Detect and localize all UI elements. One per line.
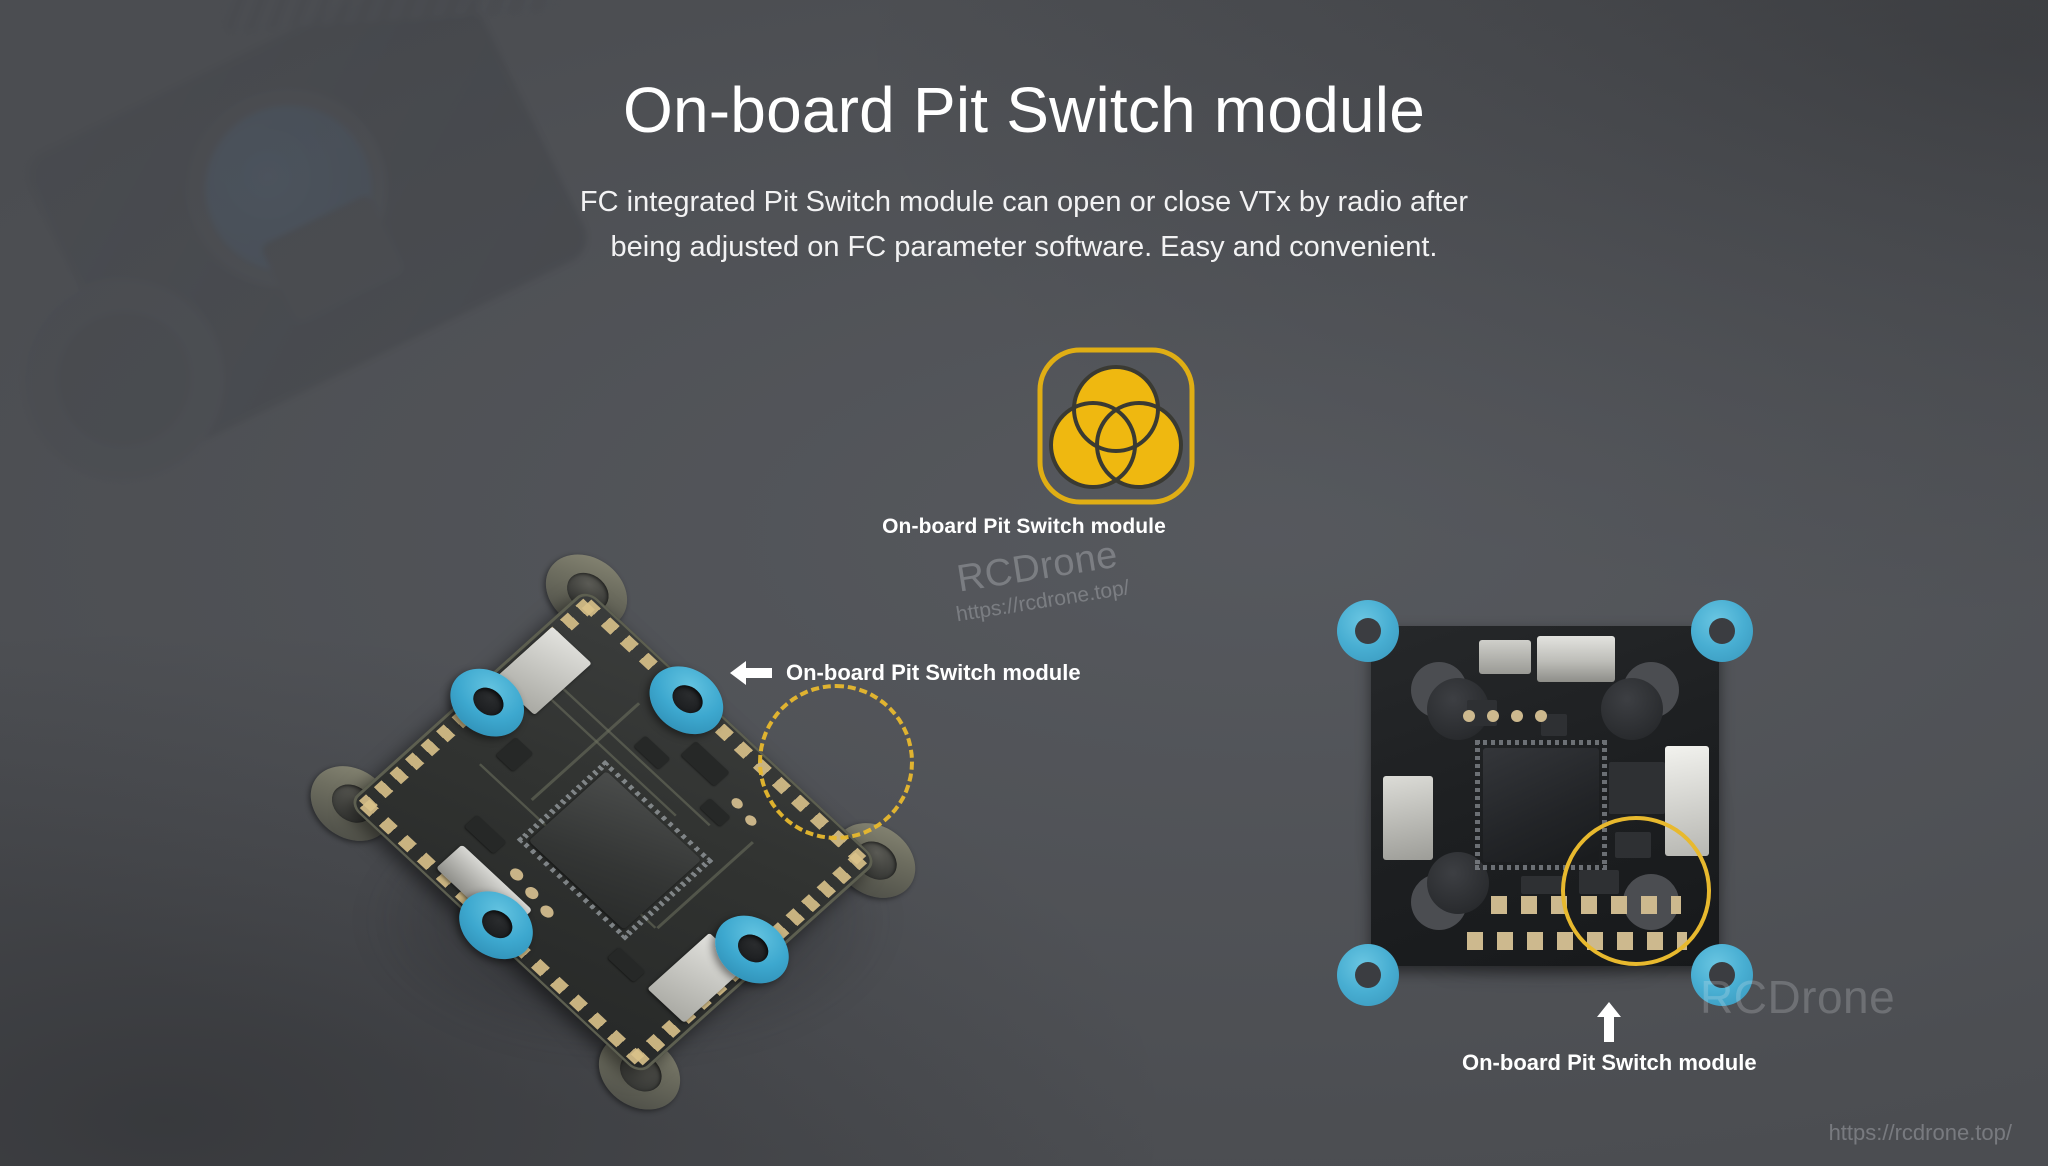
arrow-up-icon	[1596, 1002, 1622, 1042]
page-title: On-board Pit Switch module	[622, 74, 1425, 146]
feature-icon-caption: On-board Pit Switch module	[882, 515, 1166, 538]
arrow-left-icon	[730, 660, 772, 686]
watermark-center-brand: RCDrone	[954, 533, 1121, 601]
page-subtitle: FC integrated Pit Switch module can open…	[554, 180, 1494, 270]
three-overlapping-circles-icon	[1035, 345, 1197, 507]
subtitle-line-1: FC integrated Pit Switch module can open…	[579, 186, 1469, 218]
product-image-right-board	[1337, 600, 1753, 1006]
subtitle-line-2: being adjusted on FC parameter software.…	[610, 231, 1438, 263]
annotation-left-board: On-board Pit Switch module	[730, 660, 1081, 686]
pit-switch-highlight-circle-right	[1561, 816, 1711, 966]
product-image-left-board	[294, 539, 938, 1125]
watermark-bottom-url: https://rcdrone.top/	[1828, 1120, 2012, 1145]
watermark-center: RCDrone https://rcdrone.top/	[948, 533, 1132, 627]
annotation-left-label: On-board Pit Switch module	[786, 660, 1081, 685]
annotation-right-board: On-board Pit Switch module	[1462, 1002, 1757, 1076]
watermark-center-url: https://rcdrone.top/	[954, 576, 1132, 627]
annotation-right-label: On-board Pit Switch module	[1462, 1050, 1757, 1075]
pit-switch-highlight-circle-left	[758, 684, 914, 840]
